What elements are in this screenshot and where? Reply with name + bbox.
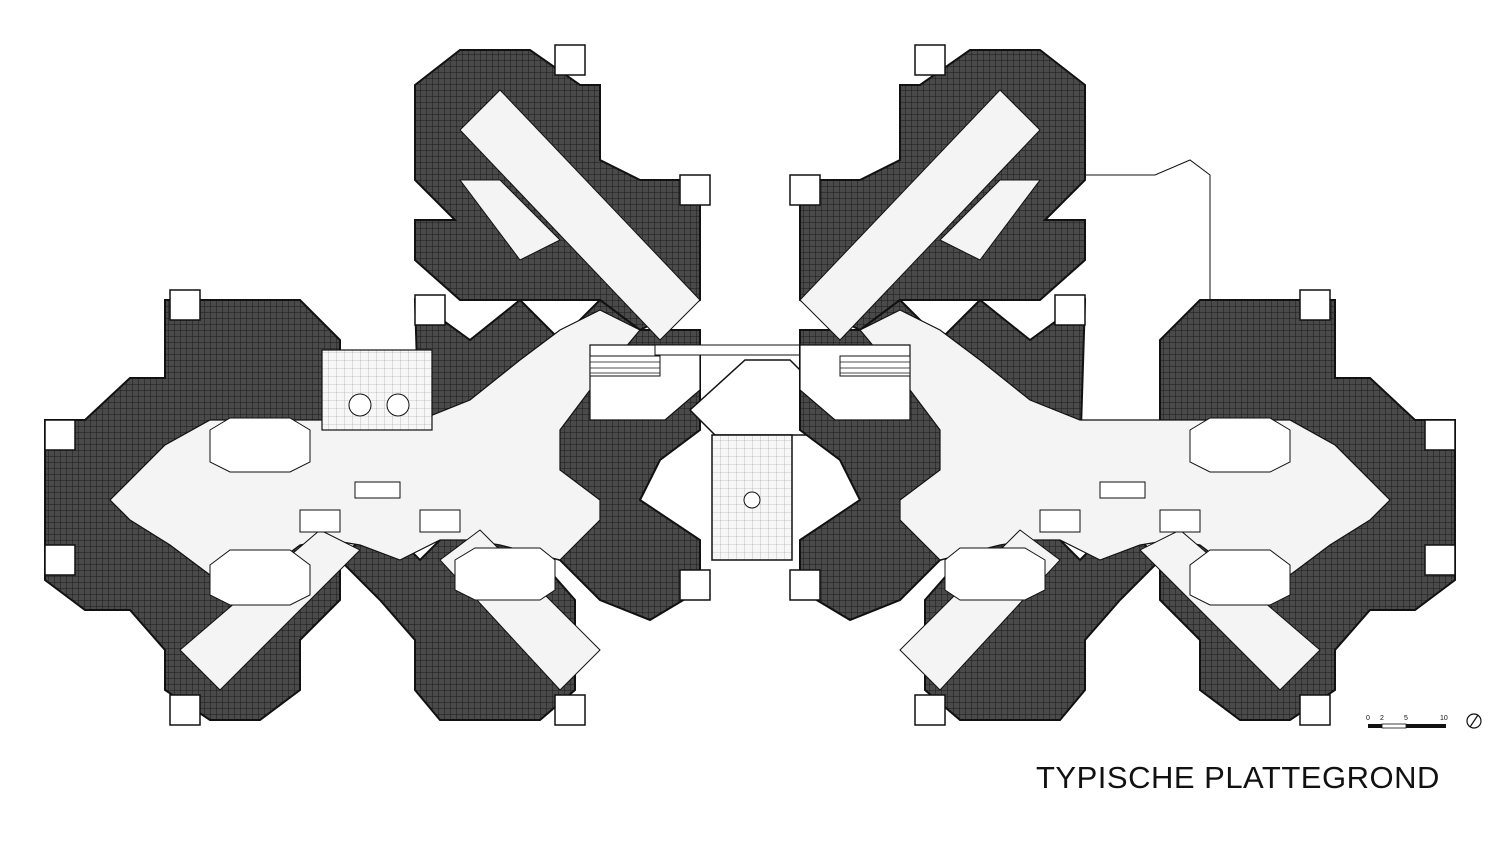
right-staircase [839, 355, 911, 377]
left-stair-core-sw [44, 544, 76, 576]
scale-bar: 0 2 5 10 [1366, 715, 1448, 729]
left-meeting-room-3 [454, 547, 556, 601]
left-stair-core-w [44, 419, 76, 451]
adjoining-building-outline [1085, 159, 1211, 300]
right-stair-core-n1 [914, 44, 946, 76]
left-stair-core-s2 [554, 694, 586, 726]
left-meeting-room-2 [209, 549, 311, 606]
right-stair-core-s1 [1299, 694, 1331, 726]
left-table-3 [354, 481, 401, 499]
north-arrow-icon [1466, 713, 1482, 729]
left-stair-core-nw [169, 289, 201, 321]
scale-label-10: 10 [1440, 715, 1448, 722]
left-diagonal-corridor-nw [459, 179, 561, 261]
right-meeting-room-3 [944, 547, 1046, 601]
left-stair-core-s3 [679, 569, 711, 601]
left-staircase [589, 355, 661, 377]
left-stair-core-n2 [414, 294, 446, 326]
scale-bar-segment-3 [1406, 724, 1446, 728]
right-stair-core-n3 [789, 174, 821, 206]
scale-label-5: 5 [1404, 715, 1408, 722]
scale-label-2: 2 [1380, 715, 1384, 722]
left-table-2 [419, 509, 461, 533]
right-wing [789, 44, 1456, 726]
scale-bar-segment-1 [1368, 724, 1382, 728]
right-stair-core-e [1424, 419, 1456, 451]
left-meeting-room-1 [209, 417, 311, 473]
left-patio-tree-2 [386, 393, 410, 417]
right-table-2 [1039, 509, 1081, 533]
right-meeting-room-1 [1189, 417, 1291, 473]
left-table-1 [299, 509, 341, 533]
left-wing [44, 44, 711, 726]
right-stair-core-se [1424, 544, 1456, 576]
right-table-3 [1099, 481, 1146, 499]
right-diagonal-corridor-nw [799, 89, 1041, 341]
right-stair-core-ne [1299, 289, 1331, 321]
scale-label-0: 0 [1366, 715, 1370, 722]
right-table-1 [1159, 509, 1201, 533]
scale-bar-segment-2 [1381, 723, 1407, 729]
right-diagonal-corridor-ne [939, 179, 1041, 261]
left-diagonal-corridor-ne [459, 89, 701, 341]
right-stair-core-s3 [789, 569, 821, 601]
left-stair-core-n3 [679, 174, 711, 206]
central-court-fountain [743, 491, 761, 509]
right-stair-core-s2 [914, 694, 946, 726]
left-patio [321, 349, 433, 431]
drawing-title: TYPISCHE PLATTEGROND [1036, 760, 1440, 795]
left-stair-core-n1 [554, 44, 586, 76]
left-patio-tree-1 [348, 393, 372, 417]
right-stair-core-n2 [1054, 294, 1086, 326]
left-stair-core-s1 [169, 694, 201, 726]
right-meeting-room-2 [1189, 549, 1291, 606]
